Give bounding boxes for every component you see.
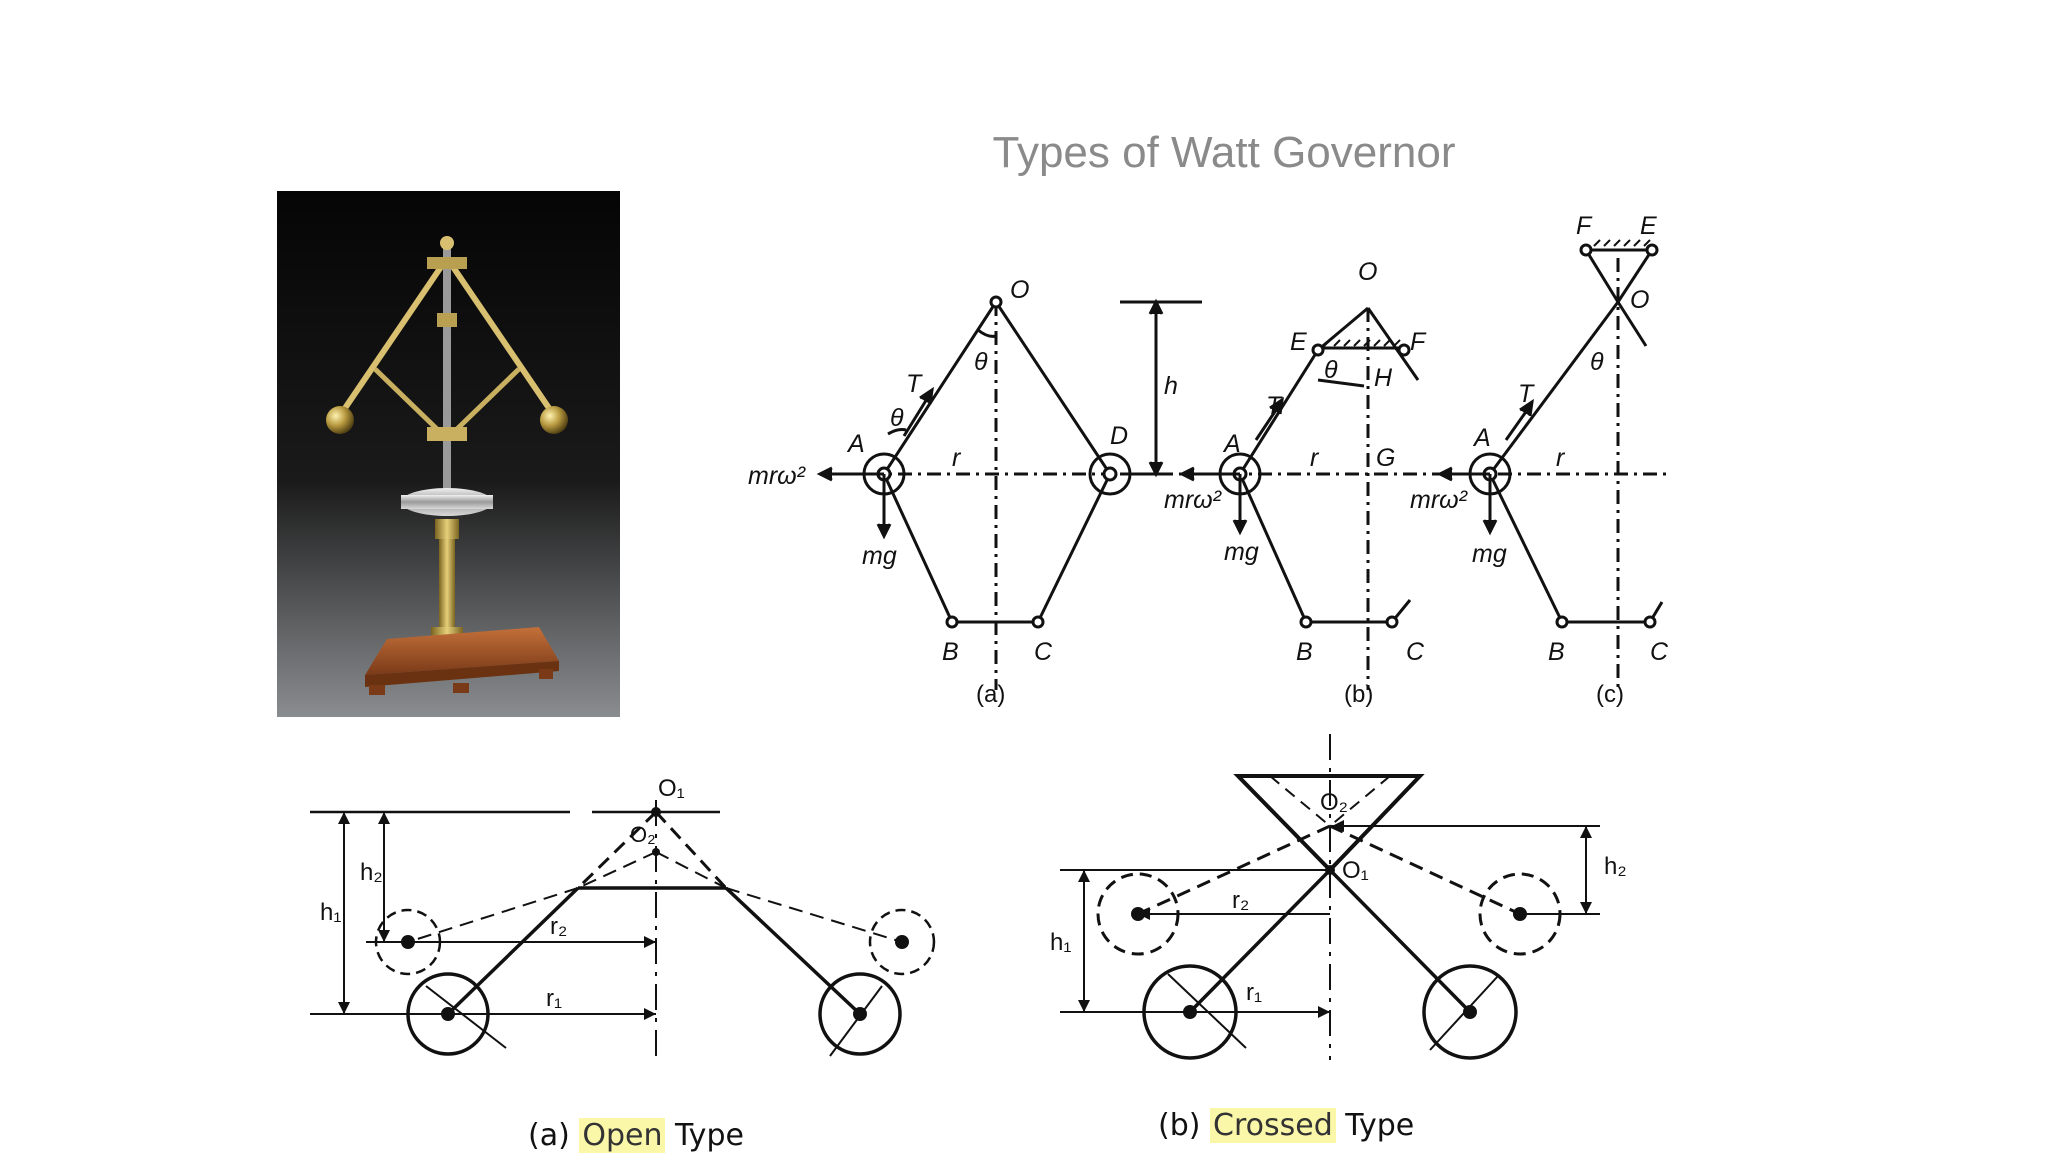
label-crossed-O2: O₂ — [1320, 789, 1348, 816]
label-b-H: H — [1374, 364, 1393, 392]
open-caption-prefix: (a) — [528, 1118, 570, 1153]
label-open-r2: r₂ — [550, 913, 567, 940]
label-a-theta: θ — [890, 404, 904, 432]
crossed-caption-highlight: Crossed — [1210, 1108, 1336, 1143]
label-b-B: B — [1296, 638, 1313, 666]
label-a-theta-top: θ — [974, 348, 988, 376]
label-a-r: r — [952, 444, 962, 472]
open-type-caption: (a) Open Type — [528, 1118, 744, 1153]
label-a-C: C — [1034, 638, 1053, 666]
open-caption-suffix: Type — [675, 1118, 744, 1153]
label-a-O: O — [1010, 276, 1029, 304]
caption-c: (c) — [1596, 681, 1624, 708]
label-open-h1: h₁ — [320, 899, 341, 926]
label-open-O1: O₁ — [658, 775, 685, 802]
crossed-caption-prefix: (b) — [1158, 1108, 1201, 1143]
label-c-T: T — [1518, 380, 1535, 408]
label-c-C: C — [1650, 638, 1669, 666]
label-b-mg: mg — [1224, 538, 1259, 566]
label-open-r1: r₁ — [546, 985, 562, 1012]
label-a-A: A — [846, 430, 865, 458]
caption-b: (b) — [1344, 681, 1373, 708]
label-c-F: F — [1576, 212, 1593, 240]
label-c-O: O — [1630, 286, 1649, 314]
label-c-r: r — [1556, 444, 1566, 472]
label-open-O2: O₂ — [630, 822, 656, 847]
label-crossed-h2: h₂ — [1604, 853, 1627, 880]
open-caption-highlight: Open — [579, 1118, 666, 1153]
label-a-mg: mg — [862, 542, 897, 570]
label-c-B: B — [1548, 638, 1565, 666]
label-a-D: D — [1110, 422, 1128, 450]
label-c-centrifugal: mrω² — [1410, 486, 1469, 514]
label-crossed-r2: r₂ — [1232, 887, 1249, 914]
label-crossed-r1: r₁ — [1246, 979, 1262, 1006]
label-b-O: O — [1358, 258, 1377, 286]
label-b-C: C — [1406, 638, 1425, 666]
crossed-type-governor-diagram: O₂ O₁ h₁ h₂ r₂ r₁ — [1050, 734, 1627, 1060]
label-c-E: E — [1640, 212, 1657, 240]
caption-a: (a) — [976, 681, 1005, 708]
label-b-A: A — [1222, 430, 1241, 458]
label-b-theta: θ — [1324, 356, 1338, 384]
crossed-caption-suffix: Type — [1345, 1108, 1415, 1143]
label-b-r: r — [1310, 444, 1320, 472]
label-crossed-O1: O₁ — [1342, 857, 1369, 884]
label-b-E: E — [1290, 328, 1307, 356]
label-b-F: F — [1410, 328, 1427, 356]
label-c-mg: mg — [1472, 540, 1507, 568]
label-open-h2: h₂ — [360, 859, 383, 886]
label-crossed-h1: h₁ — [1050, 929, 1071, 956]
label-b-centrifugal: mrω² — [1164, 486, 1223, 514]
open-type-governor-diagram: O₁ O₂ h₁ h₂ r₂ r₁ — [310, 775, 936, 1060]
governor-configurations-diagram: O T θ θ A D r mrω² mg B C h (a) O E F θ … — [748, 212, 1670, 708]
watt-governor-photo — [277, 191, 620, 717]
label-a-centrifugal: mrω² — [748, 462, 807, 490]
label-a-B: B — [942, 638, 959, 666]
label-a-T: T — [906, 370, 923, 398]
crossed-type-caption: (b) Crossed Type — [1158, 1108, 1414, 1143]
label-a-h: h — [1164, 372, 1178, 400]
label-c-A: A — [1472, 424, 1491, 452]
label-b-G: G — [1376, 444, 1395, 472]
slide-title: Types of Watt Governor — [992, 128, 1456, 177]
label-b-T: T — [1266, 392, 1283, 420]
label-c-theta: θ — [1590, 348, 1604, 376]
